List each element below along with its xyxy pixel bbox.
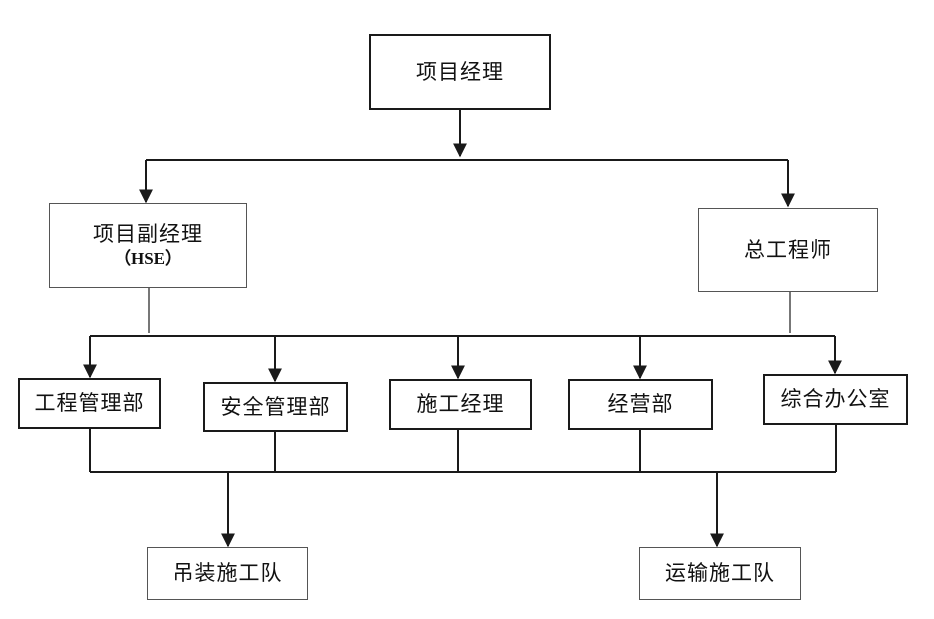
node-business-dept-label: 经营部	[607, 392, 674, 417]
node-general-office: 综合办公室	[763, 374, 908, 425]
node-business-dept: 经营部	[568, 379, 713, 430]
node-chief-engineer-label: 总工程师	[744, 237, 832, 262]
node-engineering-dept: 工程管理部	[18, 378, 161, 429]
node-lifting-team: 吊装施工队	[147, 547, 308, 600]
node-engineering-dept-label: 工程管理部	[34, 391, 145, 416]
node-construction-manager-label: 施工经理	[416, 392, 505, 417]
node-lifting-team-label: 吊装施工队	[172, 561, 283, 586]
node-transport-team-label: 运输施工队	[665, 561, 775, 586]
node-deputy-manager: 项目副经理 （HSE）	[49, 203, 247, 288]
node-project-manager-label: 项目经理	[416, 59, 504, 84]
node-deputy-manager-label: 项目副经理	[93, 221, 203, 246]
node-chief-engineer: 总工程师	[698, 208, 878, 292]
node-safety-dept: 安全管理部	[203, 382, 348, 432]
node-project-manager: 项目经理	[369, 34, 551, 110]
node-safety-dept-label: 安全管理部	[220, 394, 331, 419]
node-construction-manager: 施工经理	[389, 379, 532, 430]
node-deputy-manager-sub: （HSE）	[113, 249, 183, 269]
node-transport-team: 运输施工队	[639, 547, 801, 600]
node-general-office-label: 综合办公室	[780, 387, 891, 412]
